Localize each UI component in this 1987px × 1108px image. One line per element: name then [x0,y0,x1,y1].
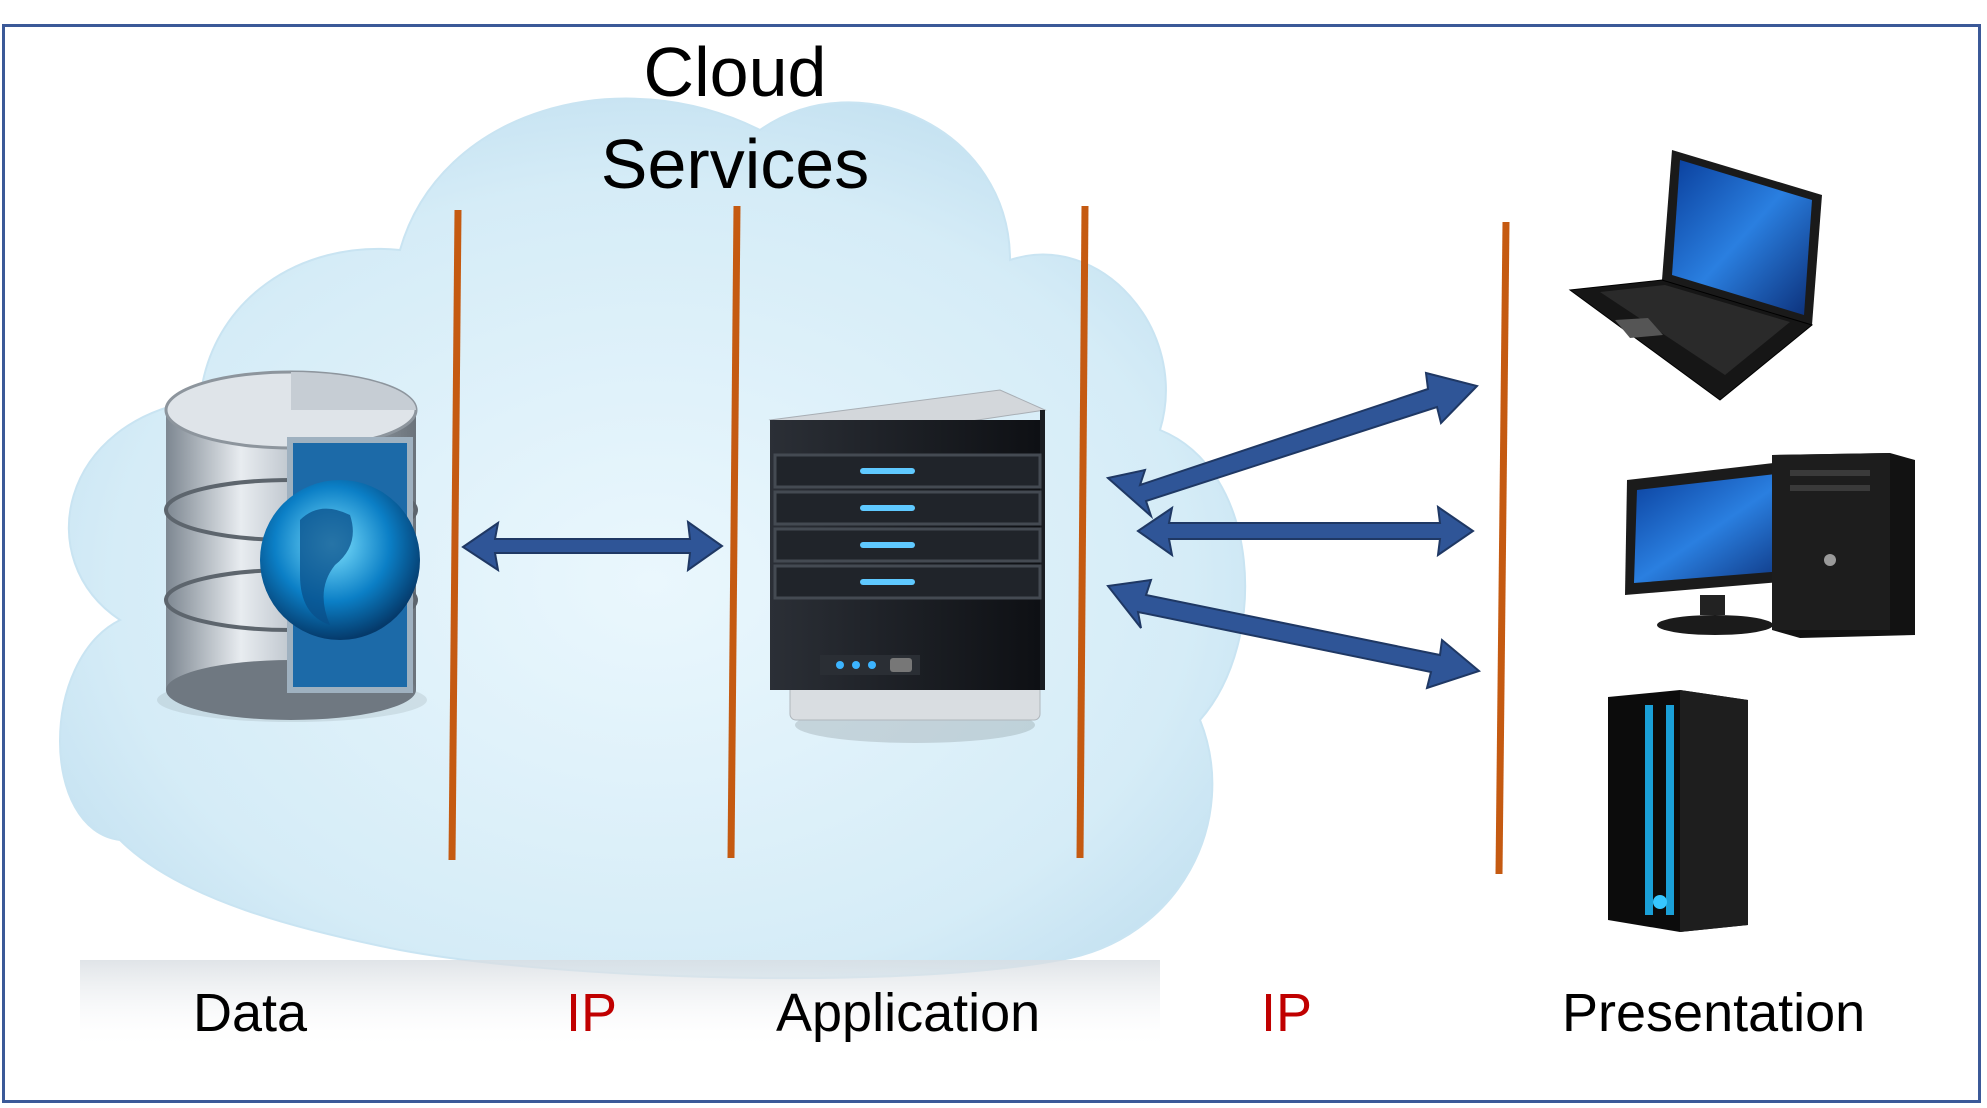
divider-line-2 [727,205,741,859]
database-globe-icon [157,370,427,722]
label-ip-left: IP [566,983,618,1043]
arrow-laptop [1105,371,1479,520]
diagram-title: Cloud Services [560,26,910,210]
tower-pc-icon [1608,690,1748,932]
arrow-tower [1106,578,1482,690]
label-presentation: Presentation [1562,983,1866,1043]
divider-line-3 [1076,205,1089,859]
arrow-data-application [461,519,724,573]
label-ip-right: IP [1261,983,1313,1043]
title-line-2: Services [600,125,870,203]
laptop-icon [1568,150,1822,401]
desktop-computer-icon [1625,453,1915,638]
divider-line-1 [448,209,462,861]
label-application: Application [776,983,1041,1043]
tier-dividers [448,205,1510,875]
divider-line-4 [1495,221,1510,875]
arrow-desktop [1136,504,1475,558]
title-line-1: Cloud [643,33,827,111]
server-icon [768,389,1047,743]
arrows [461,371,1482,690]
label-data: Data [193,983,308,1043]
